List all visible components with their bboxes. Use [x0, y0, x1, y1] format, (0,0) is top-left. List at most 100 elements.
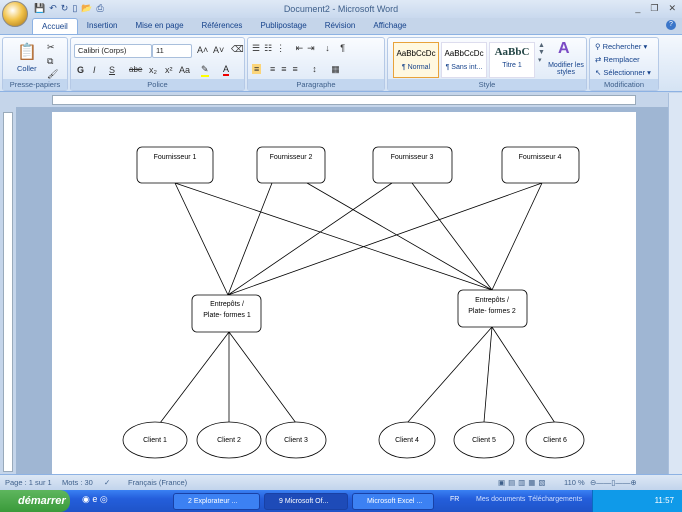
task-word[interactable]: 9 Microsoft Of... — [264, 493, 348, 510]
task-explorer[interactable]: 2 Explorateur ... — [173, 493, 260, 510]
styles-scroll[interactable]: ▲▼▾ — [538, 42, 545, 64]
save-icon[interactable]: 💾 — [34, 3, 46, 13]
clipboard-label: Presse-papiers — [3, 79, 67, 90]
client-ellipse-6[interactable]: Client 6 — [525, 421, 585, 459]
client-ellipse-2[interactable]: Client 2 — [196, 421, 262, 459]
tab-accueil[interactable]: Accueil — [32, 18, 78, 34]
subscript-button[interactable]: x₂ — [149, 65, 157, 75]
start-button[interactable]: démarrer — [0, 490, 70, 512]
vertical-ruler[interactable] — [0, 107, 16, 474]
tab-mise-en-page[interactable]: Mise en page — [135, 21, 184, 30]
font-name-select[interactable]: Calibri (Corps) — [74, 44, 152, 58]
modify-styles-icon[interactable]: A — [558, 40, 570, 57]
print-icon[interactable]: ⎙ — [96, 3, 104, 13]
paragraph-group: ☰☷⋮ ⇤⇥ ↓ ¶ ≡ ≡≡≡ ↕ ▦ Paragraphe — [247, 37, 385, 91]
undo-icon[interactable]: ↶ — [49, 3, 57, 13]
superscript-button[interactable]: x² — [165, 65, 173, 75]
replace-button[interactable]: ⇄ Remplacer — [595, 55, 640, 64]
supplier-box-3[interactable]: Fournisseur 3 — [372, 146, 453, 184]
svg-text:Client 6: Client 6 — [543, 437, 567, 444]
help-icon[interactable]: ? — [666, 20, 676, 30]
warehouse-box-2[interactable]: Entrepôts / Plate- formes 2 — [457, 289, 528, 328]
list-buttons[interactable]: ☰☷⋮ ⇤⇥ ↓ ¶ — [252, 43, 350, 53]
title-bar: Document2 - Microsoft Word 💾↶↻▯📂⎙ _ ❐ ✕ — [0, 0, 682, 18]
tab-references[interactable]: Références — [201, 21, 243, 30]
cut-icon[interactable]: ✂ — [47, 42, 55, 52]
client-ellipse-1[interactable]: Client 1 — [122, 421, 188, 459]
tab-publipostage[interactable]: Publipostage — [260, 21, 307, 30]
view-buttons[interactable]: ▣▤▥▦▧ — [498, 478, 549, 487]
align-buttons[interactable]: ≡≡≡ ↕ ▦ — [270, 64, 346, 74]
client-ellipse-4[interactable]: Client 4 — [378, 421, 436, 459]
horizontal-ruler[interactable] — [0, 93, 682, 107]
clipboard-group: 📋 Coller ✂ ⧉ 🖌 Presse-papiers — [2, 37, 68, 91]
status-bar: Page : 1 sur 1 Mots : 30 ✓ Français (Fra… — [0, 474, 682, 490]
clear-format-icon[interactable]: ⌫ — [231, 44, 244, 54]
font-color-icon[interactable]: A — [223, 64, 230, 76]
toolbar-telechargements[interactable]: Téléchargements — [528, 496, 583, 503]
task-excel[interactable]: Microsoft Excel ... — [352, 493, 434, 510]
underline-button[interactable]: S — [109, 65, 116, 75]
page-count[interactable]: Page : 1 sur 1 — [5, 478, 52, 487]
minimize-button[interactable]: _ — [635, 3, 641, 13]
grow-font-button[interactable]: A˄ — [197, 45, 209, 55]
paste-button[interactable]: Coller — [17, 64, 37, 73]
svg-text:Entrepôts /: Entrepôts / — [475, 297, 509, 304]
toolbar-mes-documents[interactable]: Mes documents — [476, 496, 526, 503]
svg-text:Fournisseur 3: Fournisseur 3 — [391, 154, 434, 161]
close-button[interactable]: ✕ — [668, 3, 676, 13]
format-painter-icon[interactable]: 🖌 — [47, 69, 59, 79]
document-page[interactable]: Fournisseur 1 Fournisseur 2 Fournisseur … — [52, 112, 636, 474]
language-bar[interactable]: FR — [450, 496, 460, 503]
quick-launch-icons[interactable]: ◉ e ◎ — [82, 494, 108, 504]
modify-styles-button[interactable]: Modifier les styles — [548, 62, 584, 76]
shrink-font-button[interactable]: A˅ — [213, 45, 225, 55]
zoom-level[interactable]: 110 % — [564, 478, 585, 487]
style-sans-interligne[interactable]: AaBbCcDc¶ Sans int... — [441, 42, 487, 78]
system-tray: 11:57 — [592, 490, 682, 512]
select-button[interactable]: ↖ Sélectionner ▾ — [595, 68, 651, 77]
proofing-icon[interactable]: ✓ — [104, 478, 111, 487]
ribbon: 📋 Coller ✂ ⧉ 🖌 Presse-papiers Calibri (C… — [0, 34, 682, 92]
word-count[interactable]: Mots : 30 — [62, 478, 93, 487]
warehouse-box-1[interactable]: Entrepôts /Plate- formes 1 — [191, 294, 262, 333]
open-icon[interactable]: 📂 — [81, 3, 93, 13]
italic-button[interactable]: I — [93, 65, 96, 75]
editing-label: Modification — [590, 79, 658, 90]
style-normal[interactable]: AaBbCcDc¶ Normal — [393, 42, 439, 78]
svg-text:Fournisseur 1: Fournisseur 1 — [154, 154, 197, 161]
supplier-box-1[interactable]: Fournisseur 1 — [136, 146, 214, 184]
supplier-box-4[interactable]: Fournisseur 4 — [501, 146, 580, 184]
zoom-slider[interactable]: ⊖——▯——⊕ — [590, 478, 637, 487]
bold-button[interactable]: G — [77, 65, 85, 75]
highlight-icon[interactable]: ✎ — [201, 64, 209, 77]
tab-revision[interactable]: Révision — [324, 21, 356, 30]
paste-icon[interactable]: 📋 — [17, 44, 37, 61]
editing-group: ⚲ Rechercher ▾ ⇄ Remplacer ↖ Sélectionne… — [589, 37, 659, 91]
new-document-icon[interactable]: ▯ — [72, 3, 78, 13]
find-button[interactable]: ⚲ Rechercher ▾ — [595, 42, 648, 51]
font-size-select[interactable]: 11 — [152, 44, 192, 58]
ribbon-tabs: Accueil Insertion Mise en page Référence… — [32, 18, 416, 34]
tab-affichage[interactable]: Affichage — [373, 21, 407, 30]
window-controls: _ ❐ ✕ — [635, 3, 676, 14]
svg-text:Plate- formes 2: Plate- formes 2 — [468, 308, 516, 315]
change-case-button[interactable]: Aa — [179, 65, 191, 75]
align-left-icon[interactable]: ≡ — [252, 64, 262, 74]
supplier-box-2[interactable]: Fournisseur 2 — [256, 146, 326, 184]
paragraph-label: Paragraphe — [248, 79, 384, 90]
quick-access-toolbar: 💾↶↻▯📂⎙ — [34, 3, 104, 14]
client-ellipse-3[interactable]: Client 3 — [265, 421, 327, 459]
svg-text:Client 4: Client 4 — [395, 437, 419, 444]
tab-insertion[interactable]: Insertion — [86, 21, 118, 30]
client-ellipse-5[interactable]: Client 5 — [453, 421, 515, 459]
copy-icon[interactable]: ⧉ — [47, 56, 54, 66]
vertical-scrollbar[interactable] — [668, 93, 682, 474]
redo-icon[interactable]: ↻ — [60, 3, 69, 13]
restore-button[interactable]: ❐ — [650, 3, 659, 13]
strikethrough-button[interactable]: abe — [129, 65, 143, 74]
language-indicator[interactable]: Français (France) — [128, 478, 188, 487]
svg-text:Client 1: Client 1 — [143, 437, 167, 444]
office-button[interactable] — [2, 1, 28, 27]
